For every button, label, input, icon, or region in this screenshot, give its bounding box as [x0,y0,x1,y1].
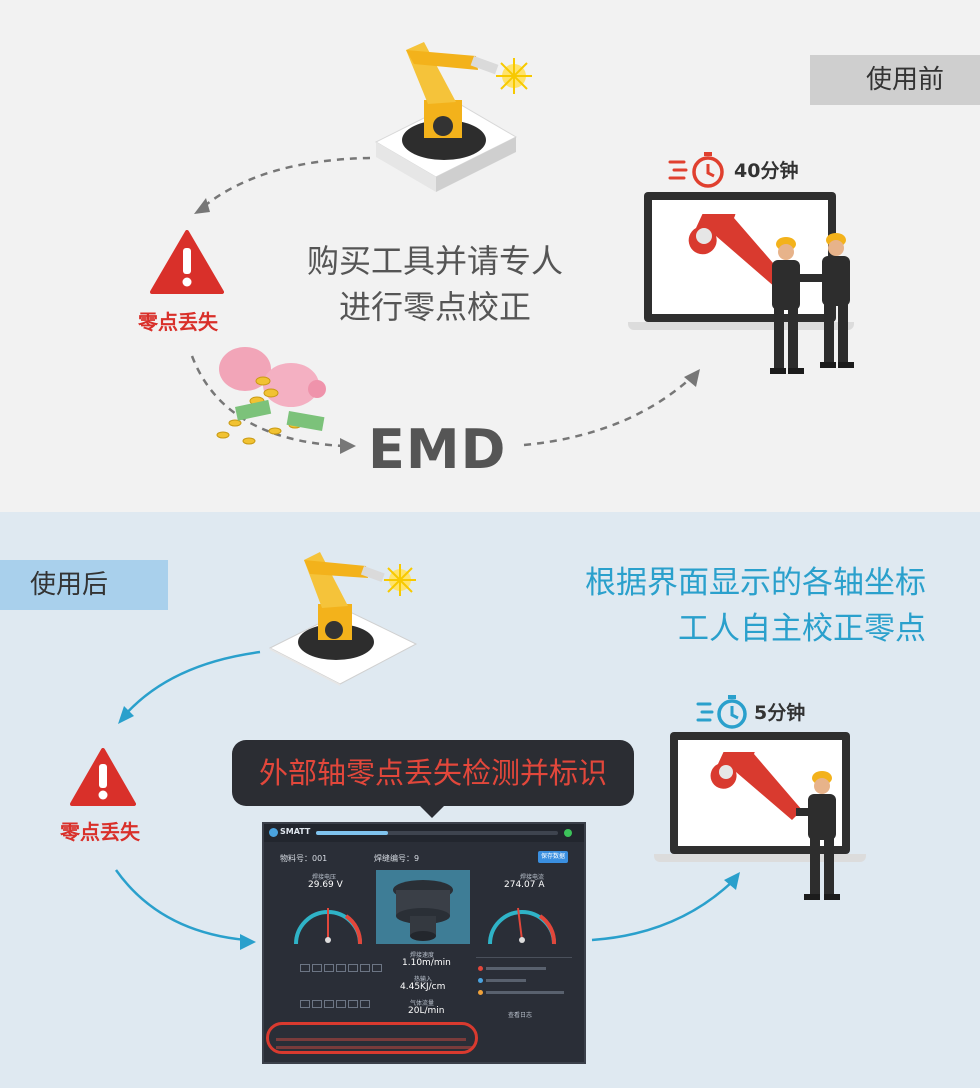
app-progress-fill [316,831,388,835]
dashed-arrow-to-laptop [523,369,700,447]
timer-label-after: 5分钟 [754,702,806,724]
alarm-dot-icon [478,966,483,971]
status-line-3 [486,991,564,994]
material-value: 001 [312,854,328,863]
material-label: 物料号： [280,854,312,863]
status-line-1 [486,967,546,970]
blue-arrow-to-warning [118,650,261,724]
info-dot-icon [478,978,483,983]
after-line-1: 根据界面显示的各轴坐标 [585,565,926,601]
highlight-oval [266,1022,478,1054]
voltage-gauge [294,908,363,945]
gas-label: 气体流量 [410,1000,435,1007]
warning-label-bottom: 零点丢失 [60,820,140,844]
app-logo: SMATT [280,827,311,836]
app-progress-bar [316,831,558,835]
heat-label: 热输入 [414,976,433,983]
robot-arm-illustration-bottom [268,552,418,686]
workers-illustration-top [770,233,854,374]
speed-label: 焊接速度 [410,952,435,959]
callout-tail [418,804,446,818]
part-image [376,870,470,944]
stopwatch-icon-bottom [696,695,747,729]
process-line-2: 进行零点校正 [338,288,531,326]
laptop-base-top [628,322,854,330]
voltage-value: 29.69 V [308,880,343,890]
warning-label: 零点丢失 [138,310,218,334]
robot-arm-illustration-top [374,42,532,192]
warning-icon [150,230,224,294]
weld-field: 焊缝编号：9 [374,853,419,864]
log-line-2 [276,1046,472,1049]
app-logo-icon [269,828,278,837]
gas-value: 20L/min [408,1006,445,1016]
view-log-link[interactable]: 查看日志 [508,1012,533,1019]
wrench-icon [688,214,786,288]
current-value: 274.07 A [504,880,545,890]
timer-label-before: 40分钟 [734,160,799,182]
after-tag: 使用后 [0,560,168,610]
wrench-icon-bottom [710,752,802,820]
voltage-label: 焊接电压 [312,874,337,881]
current-label: 焊接电流 [520,874,545,881]
status-line-2 [486,979,526,982]
broken-piggy-bank-illustration [216,347,326,445]
speed-value: 1.10m/min [402,958,451,968]
laptop-base-bottom [654,854,866,862]
status-dot-icon [564,829,572,837]
worker-illustration-bottom [796,771,840,900]
status-list-header [476,952,572,958]
digit-cells-2 [300,1000,370,1008]
weld-value: 9 [414,854,420,863]
dashed-arrow-to-emd [190,355,356,454]
process-line-1: 购买工具并请专人 [306,242,563,280]
material-field: 物料号：001 [280,853,327,864]
before-tag: 使用前 [810,55,980,105]
stopwatch-icon [668,152,724,188]
dashed-arrow-to-warning [194,156,371,214]
after-description: 根据界面显示的各轴坐标 工人自主校正零点 [530,560,926,652]
heat-value: 4.45KJ/cm [400,982,446,992]
process-description: 购买工具并请专人 进行零点校正 [290,238,580,330]
save-data-button[interactable]: 保存数据 [538,851,568,863]
current-gauge [488,907,557,945]
warning-icon-bottom [70,748,136,806]
warning-dot-icon [478,990,483,995]
after-line-2: 工人自主校正零点 [678,611,926,647]
weld-label: 焊缝编号： [374,854,414,863]
digit-cells-1 [300,964,382,972]
emd-label: EMD [368,418,507,481]
log-line-1 [276,1038,466,1041]
callout-bubble: 外部轴零点丢失检测并标识 [232,740,634,806]
blue-arrow-to-app [114,869,256,950]
blue-arrow-to-laptop [591,872,740,942]
